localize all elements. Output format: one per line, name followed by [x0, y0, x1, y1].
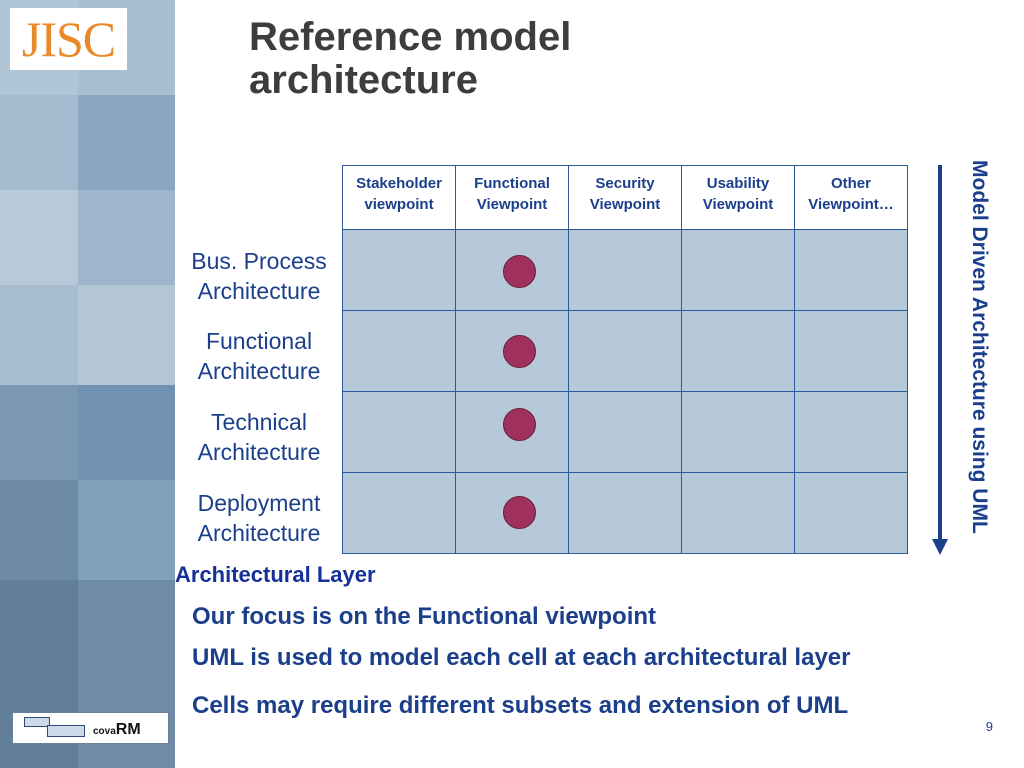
- matrix-cell: [681, 472, 795, 554]
- matrix-cell: [342, 391, 456, 473]
- viewpoint-layer-matrix: Stakeholder viewpoint Functional Viewpoi…: [342, 165, 908, 554]
- column-header-line: Viewpoint: [589, 196, 661, 213]
- decorative-side-band: [0, 0, 175, 768]
- matrix-cell: [794, 391, 908, 473]
- row-label-line: Deployment: [197, 490, 321, 516]
- row-label-line: Architecture: [197, 520, 321, 546]
- row-label-line: Functional: [205, 328, 313, 354]
- jisc-logo-text: JISC: [21, 11, 116, 67]
- column-header-line: Usability: [706, 175, 770, 192]
- matrix-cell: [568, 310, 682, 392]
- column-header-functional: Functional Viewpoint: [455, 165, 569, 230]
- column-header-line: Viewpoint: [702, 196, 774, 213]
- column-header-stakeholder: Stakeholder viewpoint: [342, 165, 456, 230]
- focus-marker-dot: [503, 496, 536, 529]
- page-number: 9: [985, 719, 993, 734]
- logo-block-shape: [47, 725, 85, 737]
- focus-marker-dot: [503, 255, 536, 288]
- column-header-line: viewpoint: [364, 196, 434, 213]
- matrix-cell: [568, 391, 682, 473]
- matrix-cell: [568, 472, 682, 554]
- row-label-bus-process: Bus. Process Architecture: [176, 246, 342, 306]
- axis-label-architectural-layer: Architectural Layer: [175, 562, 376, 587]
- matrix-cell: [568, 229, 682, 311]
- bullet-text: Cells may require different subsets and …: [192, 692, 849, 719]
- column-header-line: Stakeholder: [356, 175, 442, 192]
- cova-logo-big-text: RM: [115, 721, 141, 738]
- column-header-line: Functional: [474, 175, 550, 192]
- row-label-deployment: Deployment Architecture: [176, 488, 342, 548]
- row-label-line: Architecture: [197, 439, 321, 465]
- row-label-line: Technical: [211, 409, 307, 435]
- bullet-text: UML is used to model each cell at each a…: [192, 644, 851, 671]
- title-line-1: Reference model: [249, 15, 572, 59]
- logo-block-shape: [24, 717, 50, 727]
- title-line-2: architecture: [249, 58, 478, 102]
- matrix-cell: [342, 229, 456, 311]
- cova-rm-logo: covaRM: [12, 712, 169, 744]
- jisc-logo: JISC: [10, 8, 127, 70]
- focus-marker-dot: [503, 408, 536, 441]
- column-header-line: Security: [595, 175, 655, 192]
- matrix-cell: [681, 310, 795, 392]
- bullet-text: Our focus is on the Functional viewpoint: [192, 603, 657, 630]
- row-label-line: Bus. Process: [191, 248, 327, 274]
- focus-marker-dot: [503, 335, 536, 368]
- row-label-technical: Technical Architecture: [176, 407, 342, 467]
- matrix-cell: [794, 229, 908, 311]
- side-label-mda-uml: Model Driven Architecture using UML: [968, 160, 991, 534]
- page-title: Reference model architecture: [249, 16, 809, 102]
- matrix-cell: [681, 391, 795, 473]
- matrix-cell: [794, 472, 908, 554]
- row-label-line: Architecture: [197, 278, 321, 304]
- cova-rm-logo-text: covaRM: [93, 721, 141, 739]
- column-header-usability: Usability Viewpoint: [681, 165, 795, 230]
- matrix-cell: [342, 472, 456, 554]
- column-header-security: Security Viewpoint: [568, 165, 682, 230]
- row-label-line: Architecture: [197, 358, 321, 384]
- column-header-line: Viewpoint…: [808, 196, 894, 213]
- matrix-cell: [681, 229, 795, 311]
- cova-logo-small-text: cova: [93, 726, 116, 737]
- row-label-functional: Functional Architecture: [176, 326, 342, 386]
- column-header-line: Other: [830, 175, 871, 192]
- matrix-cell: [794, 310, 908, 392]
- matrix-cell: [342, 310, 456, 392]
- down-arrow-icon: [932, 165, 948, 555]
- column-header-line: Viewpoint: [476, 196, 548, 213]
- column-header-other: Other Viewpoint…: [794, 165, 908, 230]
